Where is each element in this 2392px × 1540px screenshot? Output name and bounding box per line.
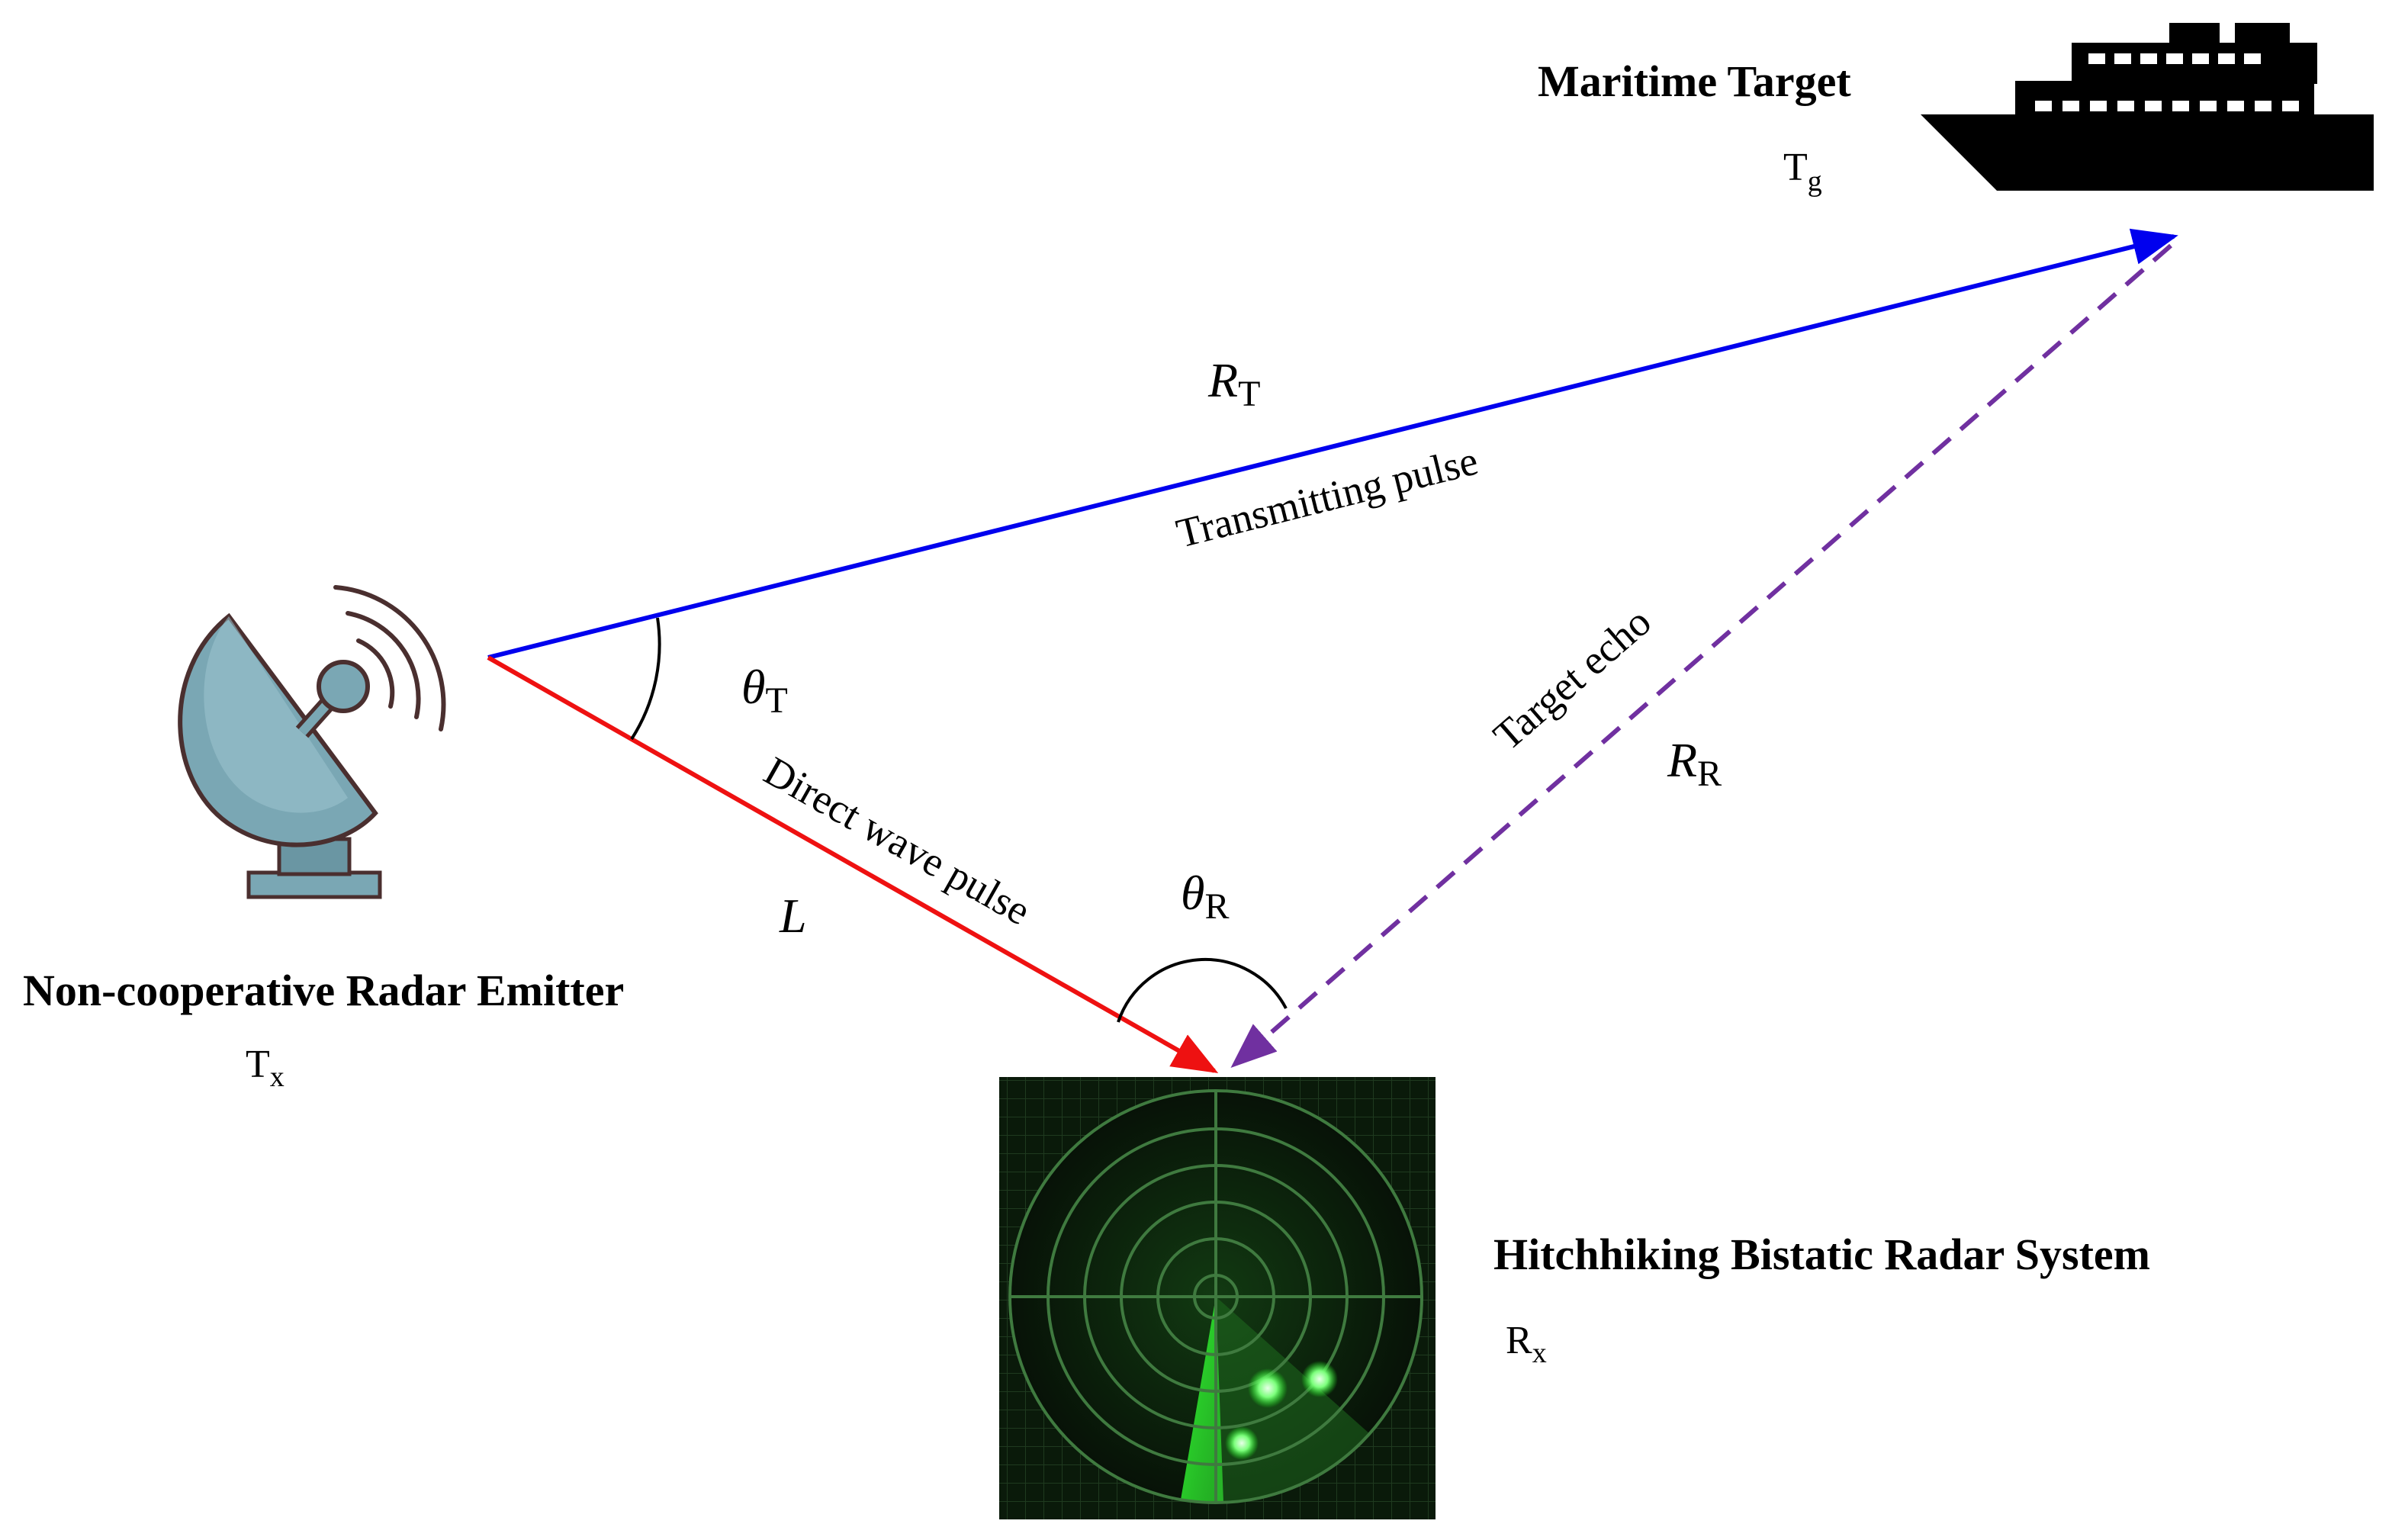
radar-screen-icon	[999, 1077, 1436, 1519]
receiver-name: Hitchhiking Bistatic Radar System	[1493, 1230, 2150, 1279]
target-symbol: Tg	[1783, 146, 1822, 198]
transmit-label: Transmitting pulse	[1172, 438, 1482, 557]
theta-r-arc	[1117, 958, 1288, 1023]
theta-t-label: θT	[741, 660, 788, 721]
rt-label: RT	[1207, 353, 1260, 414]
emitter-symbol: Tx	[246, 1043, 285, 1093]
echo-path	[1230, 243, 2172, 1068]
transmit-path	[487, 228, 2178, 660]
rr-label: RR	[1667, 733, 1722, 794]
ship-icon	[1921, 23, 2374, 191]
theta-t-arc	[630, 617, 661, 741]
satellite-dish-icon	[178, 585, 446, 899]
echo-label: Target echo	[1485, 599, 1660, 759]
l-label: L	[779, 889, 807, 943]
theta-r-label: θR	[1181, 866, 1229, 927]
direct-path	[487, 655, 1219, 1073]
target-name: Maritime Target	[1538, 56, 1851, 106]
receiver-symbol: Rx	[1506, 1319, 1547, 1369]
emitter-name: Non-cooperative Radar Emitter	[23, 966, 624, 1015]
